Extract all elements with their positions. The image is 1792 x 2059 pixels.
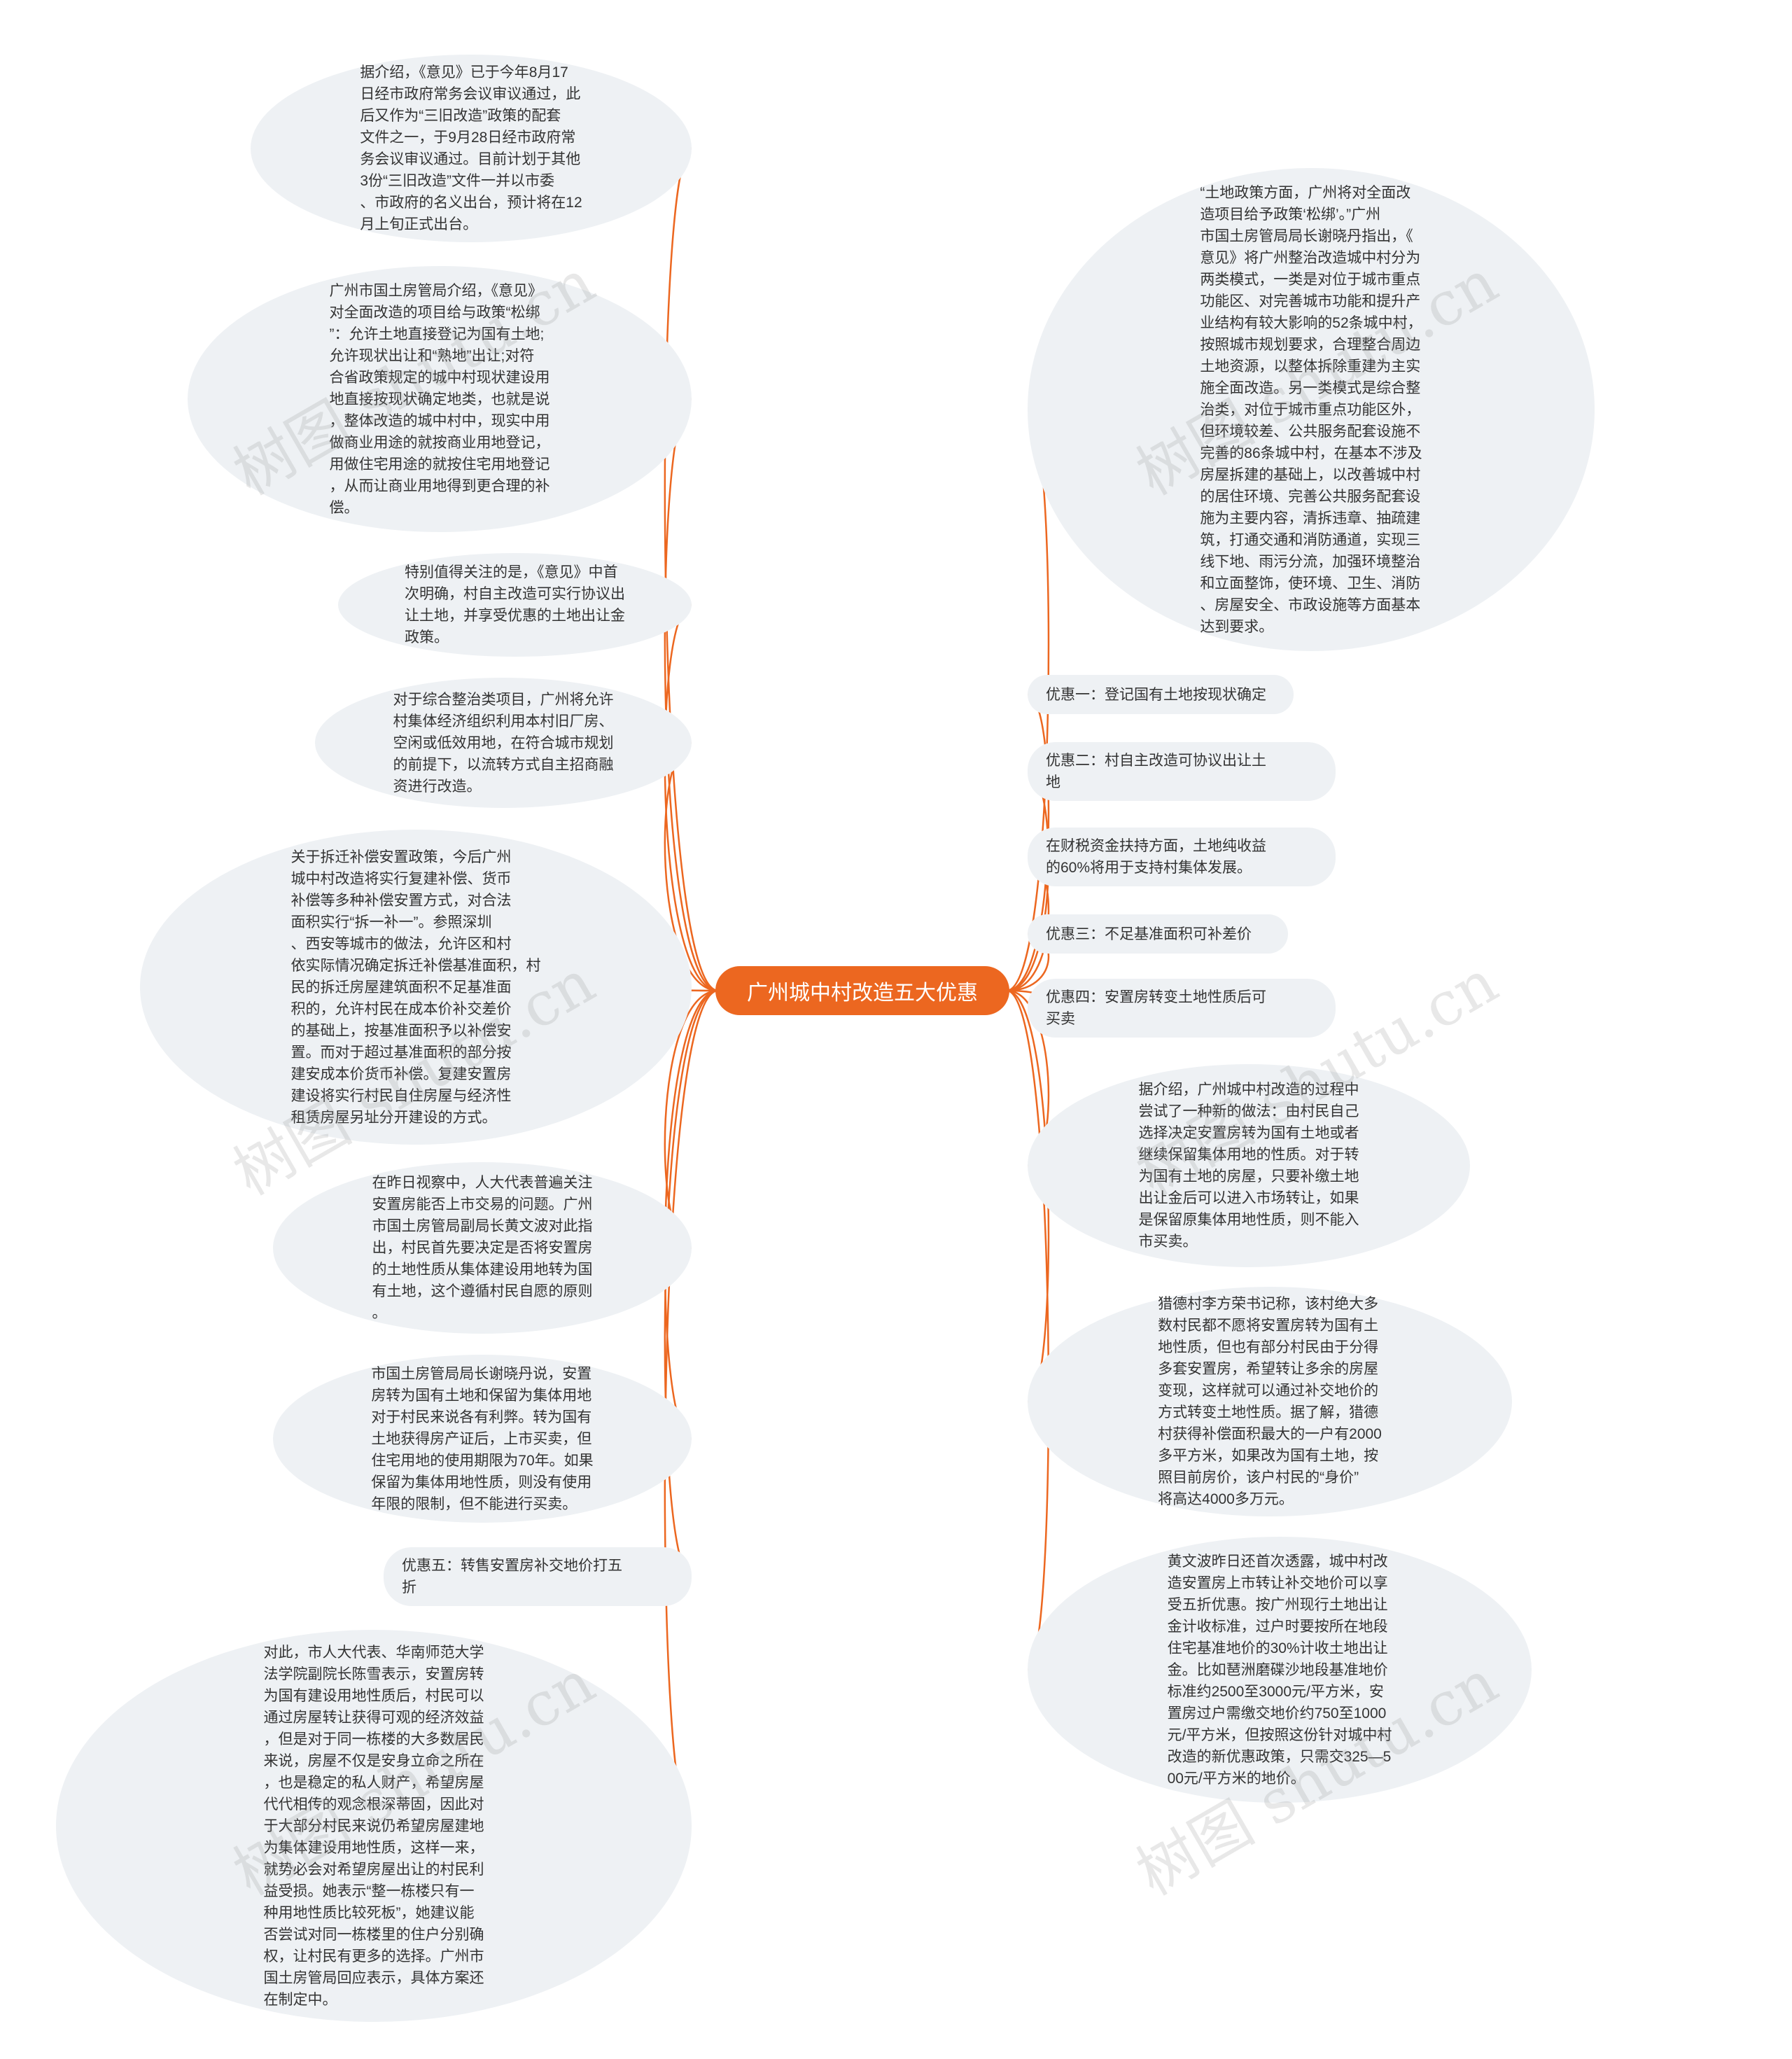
left-node-8[interactable]: 优惠五：转售安置房补交地价打五 折 — [384, 1547, 692, 1606]
left-node-3[interactable]: 特别值得关注的是，《意见》中首 次明确，村自主改造可实行协议出 让土地，并享受优… — [338, 553, 692, 657]
left-node-5-text: 关于拆迁补偿安置政策，今后广州 城中村改造将实行复建补偿、货币 补偿等多种补偿安… — [290, 849, 541, 1126]
right-node-2[interactable]: 优惠一：登记国有土地按现状确定 — [1028, 675, 1294, 714]
right-node-8[interactable]: 猎德村李方荣书记称，该村绝大多 数村民都不愿将安置房转为国有土 地性质，但也有部… — [1028, 1287, 1512, 1516]
left-node-2-text: 广州市国土房管局介绍，《意见》 对全面改造的项目给与政策“松绑 ”：允许土地直接… — [329, 282, 550, 516]
right-node-4[interactable]: 在财税资金扶持方面，土地纯收益 的60%将用于支持村集体发展。 — [1028, 828, 1336, 886]
right-node-2-text: 优惠一：登记国有土地按现状确定 — [1046, 686, 1266, 703]
left-node-9[interactable]: 对此，市人大代表、华南师范大学 法学院副院长陈雪表示，安置房转 为国有建设用地性… — [56, 1630, 692, 2022]
left-node-4[interactable]: 对于综合整治类项目，广州将允许 村集体经济组织利用本村旧厂房、 空闲或低效用地，… — [315, 678, 692, 808]
left-node-5[interactable]: 关于拆迁补偿安置政策，今后广州 城中村改造将实行复建补偿、货币 补偿等多种补偿安… — [140, 830, 692, 1145]
right-node-7-text: 据介绍，广州城中村改造的过程中 尝试了一种新的做法：由村民自己 选择决定安置房转… — [1138, 1082, 1359, 1250]
connector-left-3 — [664, 603, 719, 992]
right-node-9[interactable]: 黄文波昨日还首次透露，城中村改 造安置房上市转让补交地价可以享 受五折优惠。按广… — [1028, 1537, 1532, 1803]
left-node-2[interactable]: 广州市国土房管局介绍，《意见》 对全面改造的项目给与政策“松绑 ”：允许土地直接… — [188, 266, 692, 532]
right-node-8-text: 猎德村李方荣书记称，该村绝大多 数村民都不愿将安置房转为国有土 地性质，但也有部… — [1158, 1296, 1382, 1507]
left-node-6[interactable]: 在昨日视察中，人大代表普遍关注 安置房能否上市交易的问题。广州 市国土房管局副局… — [273, 1162, 692, 1334]
right-node-3[interactable]: 优惠二：村自主改造可协议出让土 地 — [1028, 742, 1336, 801]
connector-left-2 — [664, 398, 719, 992]
right-node-3-text: 优惠二：村自主改造可协议出让土 地 — [1046, 753, 1266, 790]
connector-left-8 — [664, 989, 719, 1578]
connector-left-1 — [664, 147, 719, 992]
left-node-7[interactable]: 市国土房管局局长谢晓丹说，安置 房转为国有土地和保留为集体用地 对于村民来说各有… — [273, 1355, 692, 1523]
right-node-6-text: 优惠四：安置房转变土地性质后可 买卖 — [1046, 989, 1266, 1027]
left-node-4-text: 对于综合整治类项目，广州将允许 村集体经济组织利用本村旧厂房、 空闲或低效用地，… — [393, 691, 614, 795]
right-node-1-text: “土地政策方面，广州将对全面改 造项目给予政策‘松绑’。”广州 市国土房管局局长… — [1200, 184, 1422, 635]
left-node-8-text: 优惠五：转售安置房补交地价打五 折 — [402, 1558, 622, 1596]
right-node-5-text: 优惠三：不足基准面积可补差价 — [1046, 926, 1252, 942]
right-node-9-text: 黄文波昨日还首次透露，城中村改 造安置房上市转让补交地价可以享 受五折优惠。按广… — [1167, 1553, 1392, 1787]
left-node-6-text: 在昨日视察中，人大代表普遍关注 安置房能否上市交易的问题。广州 市国土房管局副局… — [372, 1175, 593, 1321]
right-node-5[interactable]: 优惠三：不足基准面积可补差价 — [1028, 914, 1288, 954]
right-node-4-text: 在财税资金扶持方面，土地纯收益 的60%将用于支持村集体发展。 — [1046, 838, 1266, 876]
center-topic[interactable]: 广州城中村改造五大优惠 — [715, 966, 1009, 1015]
left-node-1-text: 据介绍，《意见》已于今年8月17 日经市政府常务会议审议通过，此 后又作为“三旧… — [360, 64, 582, 232]
left-node-9-text: 对此，市人大代表、华南师范大学 法学院副院长陈雪表示，安置房转 为国有建设用地性… — [263, 1644, 484, 2008]
left-node-3-text: 特别值得关注的是，《意见》中首 次明确，村自主改造可实行协议出 让土地，并享受优… — [405, 564, 625, 645]
right-node-7[interactable]: 据介绍，广州城中村改造的过程中 尝试了一种新的做法：由村民自己 选择决定安置房转… — [1028, 1064, 1470, 1267]
left-node-7-text: 市国土房管局局长谢晓丹说，安置 房转为国有土地和保留为集体用地 对于村民来说各有… — [371, 1365, 594, 1512]
right-node-1[interactable]: “土地政策方面，广州将对全面改 造项目给予政策‘松绑’。”广州 市国土房管局局长… — [1028, 168, 1595, 651]
left-node-1[interactable]: 据介绍，《意见》已于今年8月17 日经市政府常务会议审议通过，此 后又作为“三旧… — [251, 55, 692, 242]
right-node-6[interactable]: 优惠四：安置房转变土地性质后可 买卖 — [1028, 979, 1336, 1038]
